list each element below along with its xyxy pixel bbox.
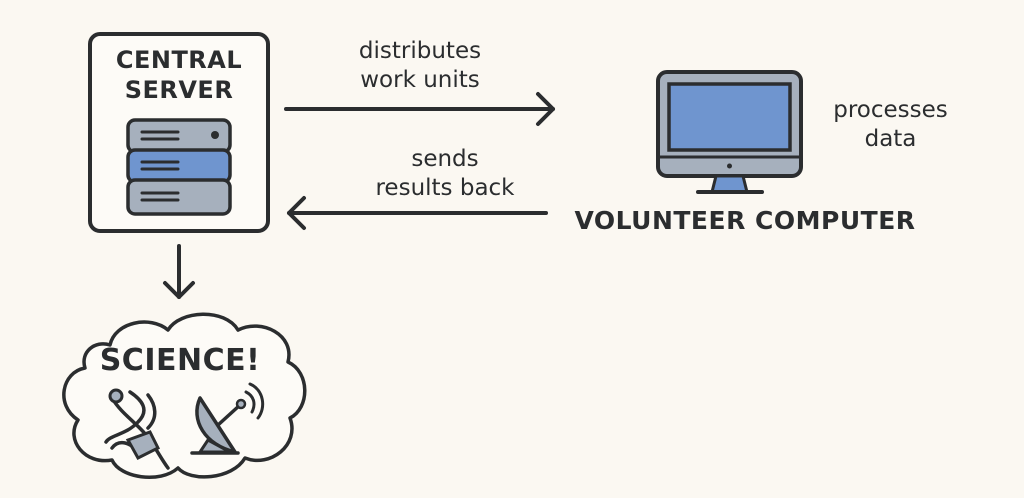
processes-label-line2: data xyxy=(864,126,917,152)
server-title-line1: CENTRAL xyxy=(115,46,243,74)
processes-label-line1: processes xyxy=(833,97,948,123)
forward-label-line1: distributes xyxy=(358,38,482,64)
forward-label-line2: work units xyxy=(360,67,480,93)
back-label-line1: sends xyxy=(411,146,479,172)
volunteer-computer-title: VOLUNTEER COMPUTER xyxy=(574,206,916,235)
back-label-line2: results back xyxy=(375,175,515,201)
science-title: SCIENCE! xyxy=(99,343,261,378)
server-title-line2: SERVER xyxy=(124,76,234,104)
